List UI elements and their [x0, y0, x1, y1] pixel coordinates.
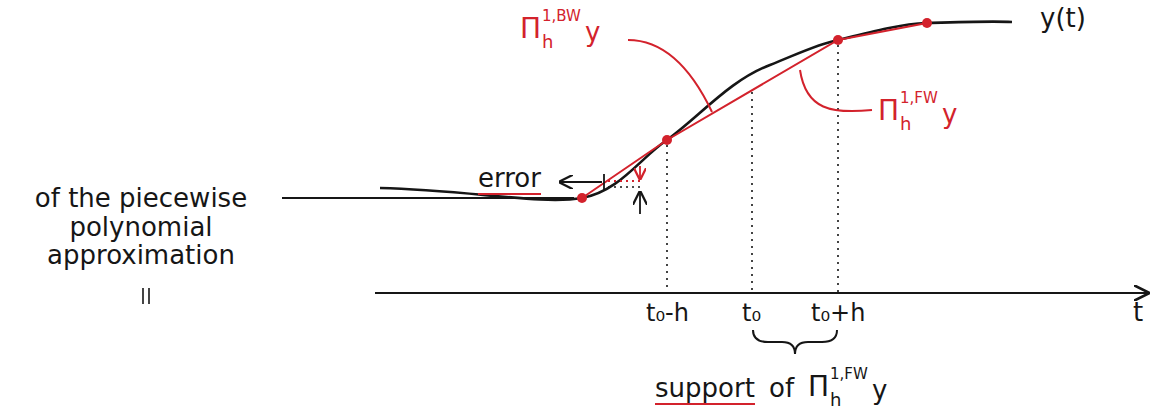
error-level	[608, 180, 640, 182]
pointer-arrow	[560, 181, 602, 183]
function-curve	[380, 22, 1012, 200]
tick-mark	[603, 174, 605, 190]
note-text: of the piecewise polynomial approximatio…	[10, 184, 272, 270]
operator-argument: y	[585, 18, 600, 47]
operator-symbol: Π	[808, 372, 829, 403]
piecewise-linear	[582, 23, 927, 198]
support-label: support	[655, 374, 755, 405]
support-brace	[753, 330, 837, 354]
tick-label: t₀-h	[646, 300, 689, 326]
operator-argument: y	[872, 376, 887, 405]
grid-line	[666, 145, 668, 293]
error-label: error	[478, 164, 541, 195]
operator-argument: y	[942, 100, 957, 129]
operator-symbol: Π	[878, 96, 899, 127]
node-dot	[833, 35, 843, 45]
tick-label: t₀+h	[811, 300, 865, 326]
operator-symbol: Π	[520, 14, 541, 45]
leader-line	[800, 70, 872, 111]
time-axis	[375, 292, 1148, 294]
support-label: of	[769, 374, 794, 403]
operator-subscript: h	[830, 390, 841, 410]
tick-mark	[142, 288, 144, 304]
grid-line	[837, 45, 839, 293]
operator-subscript: h	[542, 32, 553, 52]
error-level	[608, 186, 640, 188]
operator-superscript: 1,FW	[900, 90, 938, 107]
error-arrow	[639, 192, 641, 214]
tick-mark	[148, 288, 150, 304]
leader-line	[282, 197, 574, 199]
operator-subscript: h	[900, 114, 911, 134]
grid-line	[751, 92, 753, 293]
node-dot	[922, 18, 932, 28]
axis-label: t	[1133, 298, 1143, 327]
leader-line	[628, 40, 712, 112]
operator-superscript: 1,BW	[542, 8, 581, 25]
operator-superscript: 1,FW	[830, 366, 868, 383]
curve-label: y(t)	[1040, 4, 1086, 33]
node-dot	[662, 135, 672, 145]
node-dot	[577, 193, 587, 203]
tick-label: t₀	[742, 300, 761, 326]
error-arrow	[639, 166, 641, 179]
